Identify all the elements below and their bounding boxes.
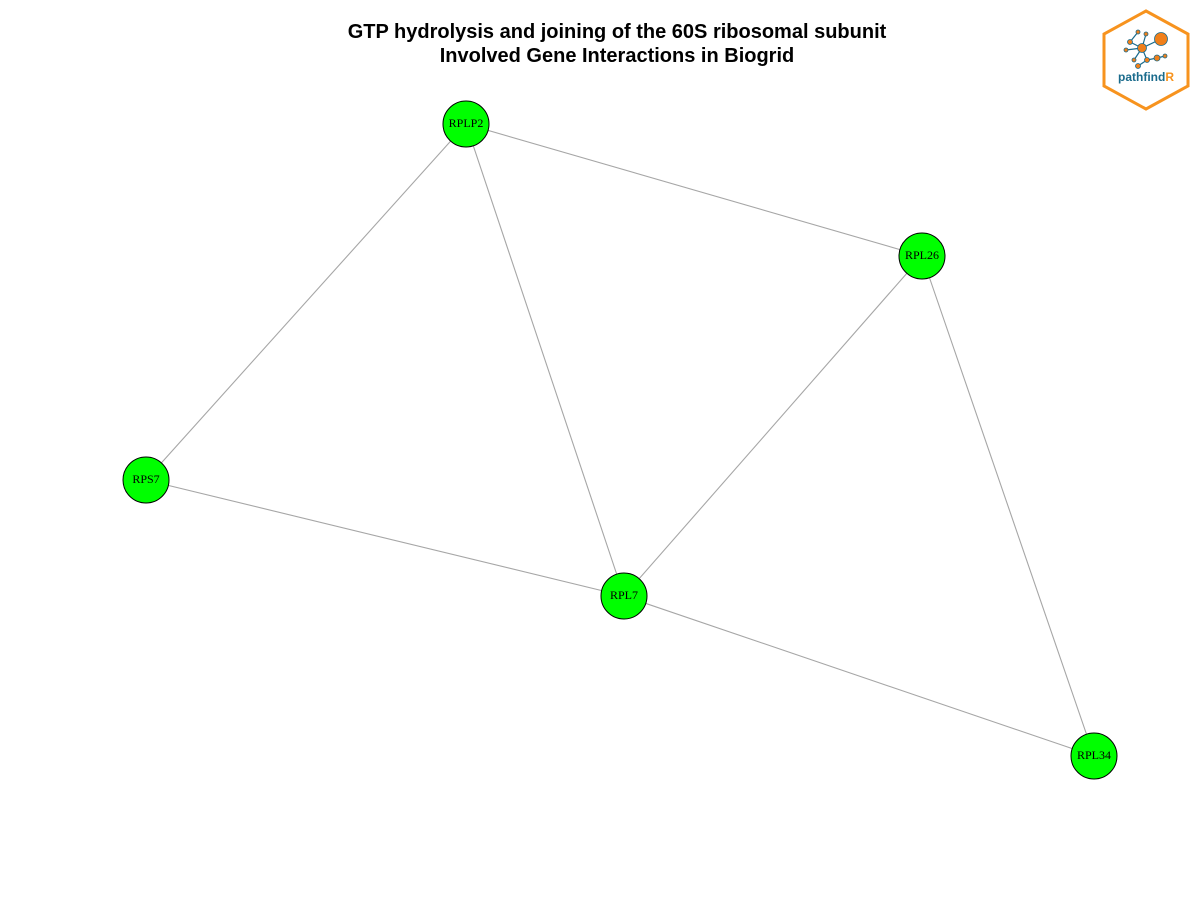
node-label: RPS7 — [132, 472, 159, 486]
title-line-2: Involved Gene Interactions in Biogrid — [439, 45, 795, 67]
pathfindr-logo: pathfindR — [1102, 9, 1190, 111]
node-label: RPL34 — [1077, 748, 1111, 762]
node-circle — [1070, 732, 1118, 780]
node-circle — [122, 456, 170, 504]
node-rpl26: RPL26 — [898, 232, 946, 280]
title-line-1: GTP hydrolysis and joining of the 60S ri… — [347, 21, 887, 43]
edge-layer — [145, 123, 1095, 757]
edge-rpl26-rpl7 — [623, 255, 923, 597]
logo-network-nodes — [1123, 29, 1168, 69]
node-rpl7: RPL7 — [600, 572, 648, 620]
node-circle — [442, 100, 490, 148]
node-rpl34: RPL34 — [1070, 732, 1118, 780]
node-rps7: RPS7 — [122, 456, 170, 504]
node-label: RPLP2 — [449, 116, 484, 130]
edge-rplp2-rps7 — [145, 123, 467, 481]
edge-rplp2-rpl7 — [465, 123, 625, 597]
edge-rpl26-rpl34 — [921, 255, 1095, 757]
edge-rplp2-rpl26 — [465, 123, 923, 257]
node-rplp2: RPLP2 — [442, 100, 490, 148]
logo-wordmark: pathfindR — [1118, 70, 1174, 84]
node-circle — [600, 572, 648, 620]
logo-text-main: pathfind — [1118, 70, 1165, 84]
logo-text-accent: R — [1165, 70, 1174, 84]
edge-rps7-rpl7 — [145, 479, 625, 597]
node-circle — [898, 232, 946, 280]
node-label: RPL26 — [905, 248, 939, 262]
edge-rpl7-rpl34 — [623, 595, 1095, 757]
diagram-title: GTP hydrolysis and joining of the 60S ri… — [0, 20, 1200, 68]
node-label: RPL7 — [610, 588, 638, 602]
